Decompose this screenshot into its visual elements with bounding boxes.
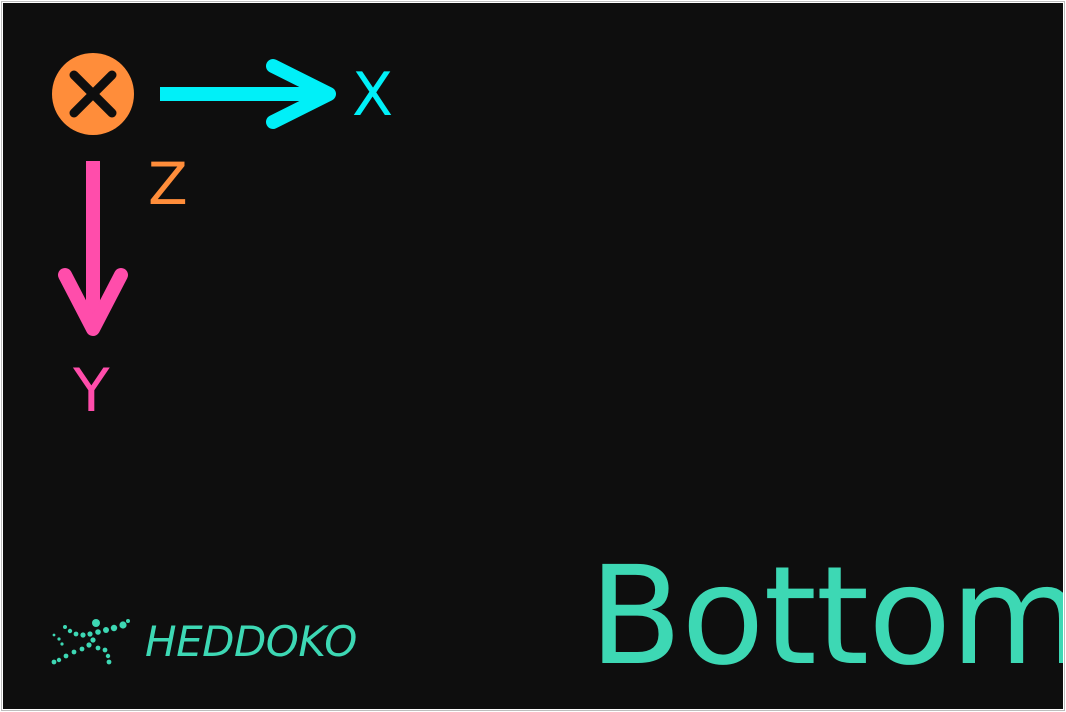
dancing-figure-dots-logo: [51, 619, 130, 665]
z-axis-circled-x-icon: [52, 53, 134, 135]
axis-diagram: [52, 53, 336, 336]
z-axis-label: Z: [148, 150, 188, 218]
y-axis-label: Y: [73, 356, 110, 426]
x-axis-label: X: [352, 60, 394, 130]
x-axis-arrow-icon: [160, 59, 336, 129]
brand-logo: HEDDOKO: [51, 617, 357, 667]
y-axis-arrow-icon: [58, 161, 128, 336]
view-label: Bottom: [589, 538, 1066, 696]
brand-name: HEDDOKO: [145, 617, 357, 666]
